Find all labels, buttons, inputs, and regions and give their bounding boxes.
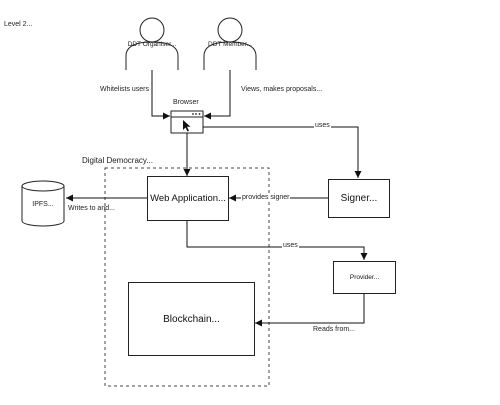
edge-app-uses-provider bbox=[186, 220, 368, 260]
member-actor-icon bbox=[203, 17, 257, 70]
ipfs-database-icon bbox=[21, 180, 65, 227]
browser-window-icon bbox=[170, 110, 204, 134]
signer-node: Signer... bbox=[328, 179, 390, 218]
provider-node: Provider... bbox=[333, 261, 396, 294]
edge-reads-blockchain bbox=[255, 293, 365, 327]
level-label: Level 2... bbox=[4, 21, 33, 28]
provider-label: Provider... bbox=[349, 274, 380, 281]
edge-whitelists bbox=[151, 70, 170, 120]
edge-browser-uses-signer bbox=[203, 126, 362, 178]
blockchain-label: Blockchain... bbox=[163, 313, 220, 325]
web-application-label: Web Application... bbox=[150, 193, 226, 204]
blockchain-node: Blockchain... bbox=[128, 282, 255, 356]
organiser-actor-icon bbox=[125, 17, 179, 70]
edge-views bbox=[204, 70, 231, 120]
edge-whitelists-label: Whitelists users bbox=[100, 86, 150, 93]
browser-label: Browser bbox=[173, 99, 199, 106]
edge-browser-uses-label: uses bbox=[314, 122, 331, 129]
member-actor-label: DDT Member... bbox=[208, 41, 252, 48]
edge-writes-label: Writes to and... bbox=[68, 205, 115, 212]
edge-reads-label: Reads from... bbox=[313, 326, 356, 333]
signer-label: Signer... bbox=[340, 193, 378, 204]
organiser-actor-label: DDT Organiser... bbox=[127, 41, 177, 48]
edge-views-label: Views, makes proposals... bbox=[241, 86, 323, 93]
digital-democracy-boundary bbox=[104, 167, 270, 387]
web-application-node: Web Application... bbox=[147, 176, 229, 221]
edge-app-uses-label: uses bbox=[282, 242, 299, 249]
edge-provides-signer-label: provides signer bbox=[241, 194, 291, 201]
ipfs-label: IPFS... bbox=[32, 201, 54, 208]
boundary-label: Digital Democracy... bbox=[82, 156, 153, 165]
